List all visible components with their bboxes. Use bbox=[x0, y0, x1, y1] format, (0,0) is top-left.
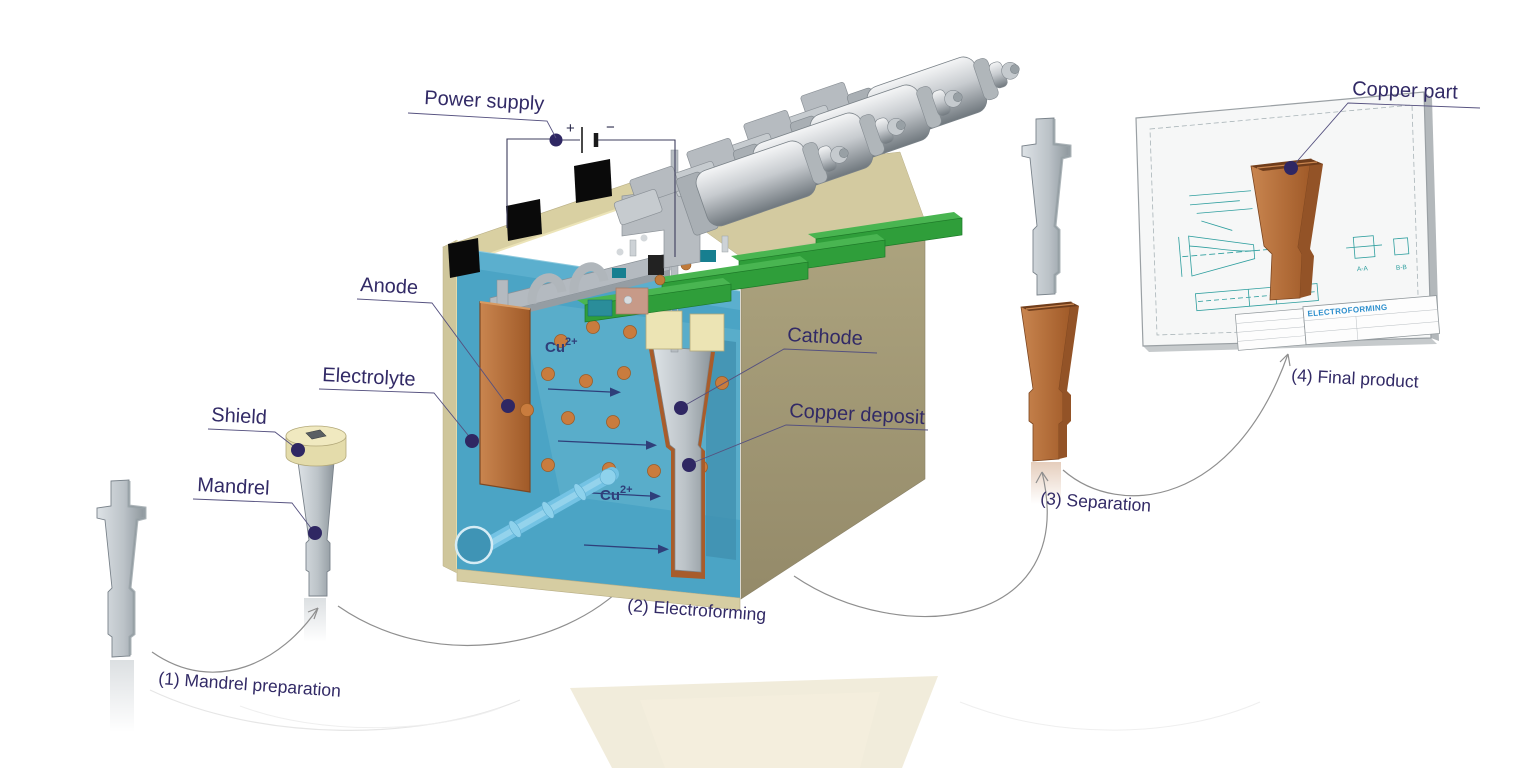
anode-plate bbox=[479, 301, 531, 493]
rim-clamps bbox=[448, 159, 612, 278]
leader-dot bbox=[308, 526, 322, 540]
power-supply-circuit: + − bbox=[506, 119, 676, 257]
leader-dot bbox=[682, 458, 696, 472]
stage3-caption: (3) Separation bbox=[1040, 488, 1152, 516]
technical-drawing: A-A B-B ELECTROFORMING bbox=[1178, 190, 1441, 351]
motor-mount-boards bbox=[577, 212, 963, 323]
circuit-components bbox=[587, 234, 729, 317]
bare-mandrel bbox=[95, 478, 147, 659]
cu-ion-label: Cu2+ bbox=[600, 484, 633, 504]
title-block: ELECTROFORMING bbox=[1234, 295, 1441, 351]
electroforming-tank: Cu2+ Cu2+ bbox=[442, 25, 1030, 611]
arrow-to-tank bbox=[337, 581, 629, 647]
leader-dot bbox=[465, 434, 479, 448]
hanger-hook bbox=[569, 262, 609, 294]
svg-text:Mandrel: Mandrel bbox=[197, 474, 270, 500]
cu-ion-label: Cu2+ bbox=[545, 336, 578, 356]
label-electrolyte: Electrolyte bbox=[318, 364, 479, 448]
separated-mandrel bbox=[1020, 116, 1072, 297]
label-power-supply: Power supply bbox=[407, 87, 557, 139]
svg-text:Power supply: Power supply bbox=[424, 87, 545, 115]
floor-reflections bbox=[110, 462, 1261, 768]
stage4-caption: (4) Final product bbox=[1291, 365, 1419, 392]
anode-wire bbox=[506, 138, 556, 228]
leader-dot bbox=[291, 443, 305, 457]
leader-dot bbox=[1284, 161, 1298, 175]
sparger-pipe bbox=[473, 467, 619, 556]
stage3-parts bbox=[1020, 116, 1079, 462]
svg-text:Anode: Anode bbox=[360, 274, 419, 299]
shield-keyhole bbox=[305, 429, 327, 440]
ion-flow-arrows bbox=[547, 387, 669, 554]
drawing-board: A-A B-B ELECTROFORMING bbox=[1135, 91, 1441, 352]
arrow-stage2-to-stage3 bbox=[793, 471, 1048, 618]
cathode-mandrel bbox=[652, 346, 712, 573]
leader-dot bbox=[549, 133, 563, 147]
cathode-shield-block bbox=[689, 313, 725, 352]
battery-icon: + − bbox=[566, 119, 615, 153]
label-copper-part: Copper part bbox=[1284, 78, 1481, 175]
cathode-shield-block bbox=[645, 310, 683, 350]
label-mandrel: Mandrel bbox=[192, 474, 322, 540]
svg-text:Shield: Shield bbox=[211, 404, 268, 429]
battery-plus-sign: + bbox=[566, 120, 575, 137]
battery-minus-sign: − bbox=[606, 119, 615, 136]
stage1-caption: (1) Mandrel preparation bbox=[158, 668, 342, 701]
label-shield: Shield bbox=[207, 404, 305, 457]
fixture-pillar bbox=[706, 338, 736, 560]
inlet-port bbox=[454, 525, 494, 565]
svg-text:Copper part: Copper part bbox=[1352, 78, 1459, 104]
leader-dot bbox=[501, 399, 515, 413]
svg-text:Cathode: Cathode bbox=[787, 324, 864, 350]
process-flow-arrows bbox=[151, 353, 1291, 673]
label-anode: Anode bbox=[356, 274, 515, 413]
section-label-a: A-A bbox=[1357, 265, 1369, 273]
arrow-stage3-to-stage4 bbox=[1062, 353, 1289, 497]
copper-shell bbox=[1020, 301, 1079, 462]
label-cathode: Cathode bbox=[674, 324, 878, 415]
leader-dot bbox=[674, 401, 688, 415]
stage2-caption: (2) Electroforming bbox=[627, 595, 767, 625]
arrow-stage1-to-stage2 bbox=[151, 607, 319, 673]
svg-text:Electrolyte: Electrolyte bbox=[322, 364, 416, 391]
section-label-b: B-B bbox=[1396, 264, 1407, 272]
hanger-hook bbox=[527, 273, 567, 305]
